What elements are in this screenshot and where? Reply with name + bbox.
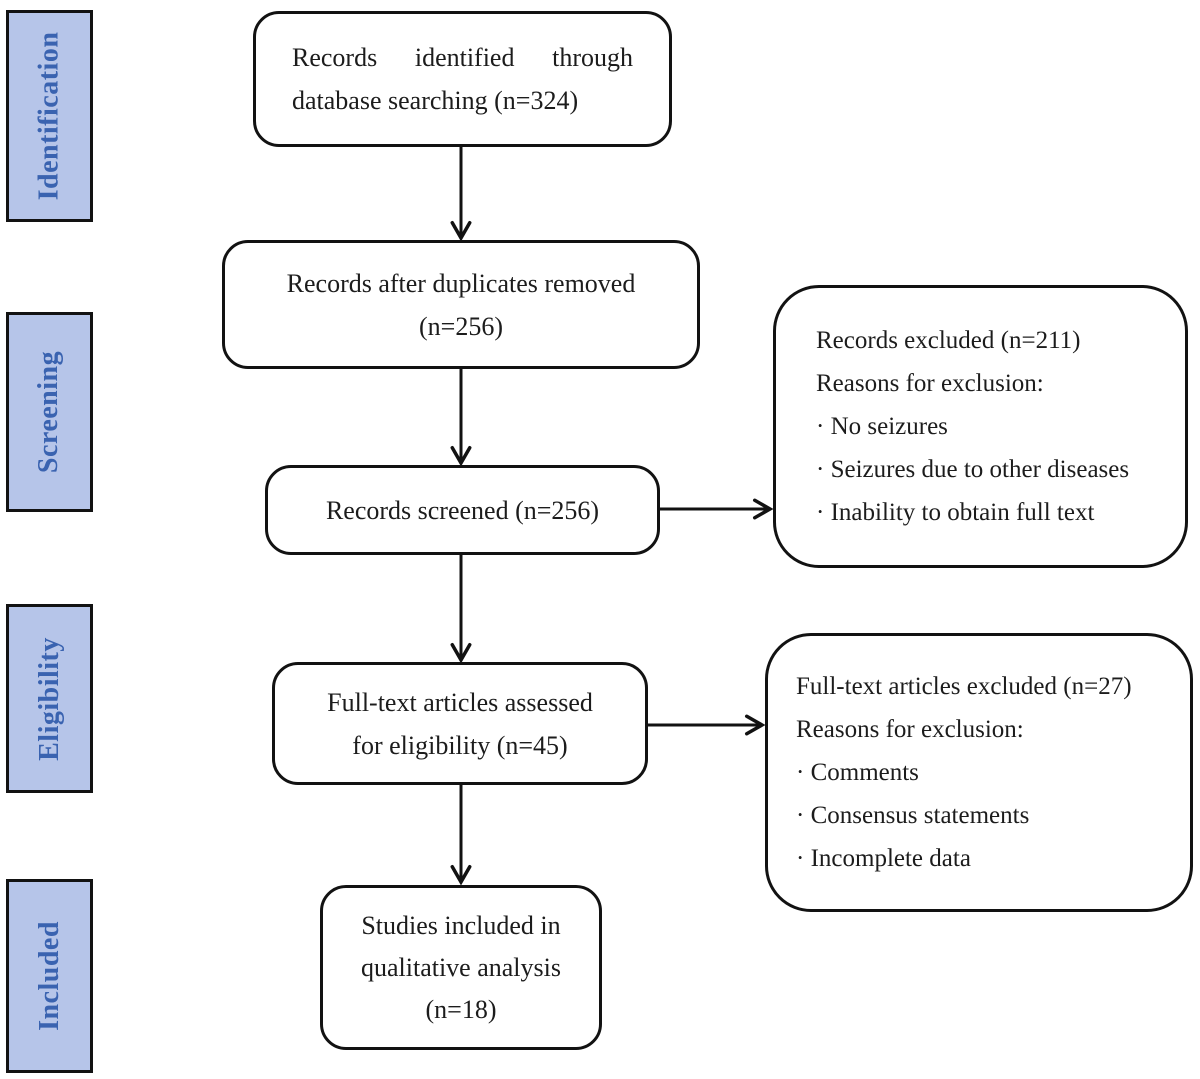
fulltext-excluded-item: · Comments: [796, 759, 919, 786]
records-identified-line2: database searching (n=324): [292, 86, 579, 115]
records-excluded-item: · No seizures: [816, 413, 948, 440]
box-studies-included: Studies included in qualitative analysis…: [320, 885, 602, 1050]
box-fulltext-assessed: Full-text articles assessed for eligibil…: [272, 662, 648, 785]
stage-screening: Screening: [6, 312, 93, 512]
records-excluded-item: · Inability to obtain full text: [816, 499, 1095, 526]
fulltext-excluded-item: · Incomplete data: [796, 845, 971, 872]
box-records-excluded: Records excluded (n=211) Reasons for exc…: [773, 285, 1188, 568]
records-excluded-item: · Seizures due to other diseases: [816, 456, 1130, 483]
box-duplicates-removed: Records after duplicates removed (n=256): [222, 240, 700, 369]
duplicates-removed-line1: Records after duplicates removed: [286, 268, 636, 298]
stage-eligibility-label: Eligibility: [33, 636, 65, 761]
stage-identification-label: Identification: [33, 31, 65, 201]
fulltext-excluded-subtitle: Reasons for exclusion:: [796, 716, 1024, 743]
records-screened-line1: Records screened (n=256): [325, 495, 600, 525]
stage-screening-label: Screening: [33, 350, 65, 474]
stage-eligibility: Eligibility: [6, 604, 93, 793]
fulltext-assessed-line1: Full-text articles assessed: [327, 687, 593, 717]
fulltext-excluded-title: Full-text articles excluded (n=27): [796, 673, 1132, 700]
records-identified-line1: Records identified through: [292, 43, 633, 72]
fulltext-assessed-line2: for eligibility (n=45): [352, 730, 568, 760]
studies-included-line3: (n=18): [425, 994, 497, 1024]
duplicates-removed-line2: (n=256): [419, 311, 503, 341]
box-records-identified: Records identified through database sear…: [253, 11, 672, 147]
stage-included: Included: [6, 879, 93, 1073]
studies-included-line2: qualitative analysis: [360, 952, 561, 982]
studies-included-line1: Studies included in: [361, 910, 561, 940]
records-excluded-subtitle: Reasons for exclusion:: [816, 370, 1044, 397]
box-records-screened: Records screened (n=256): [265, 465, 660, 555]
records-excluded-title: Records excluded (n=211): [816, 327, 1081, 354]
fulltext-excluded-item: · Consensus statements: [796, 802, 1030, 829]
stage-identification: Identification: [6, 10, 93, 222]
stage-included-label: Included: [33, 921, 65, 1031]
box-fulltext-excluded: Full-text articles excluded (n=27) Reaso…: [765, 633, 1193, 912]
